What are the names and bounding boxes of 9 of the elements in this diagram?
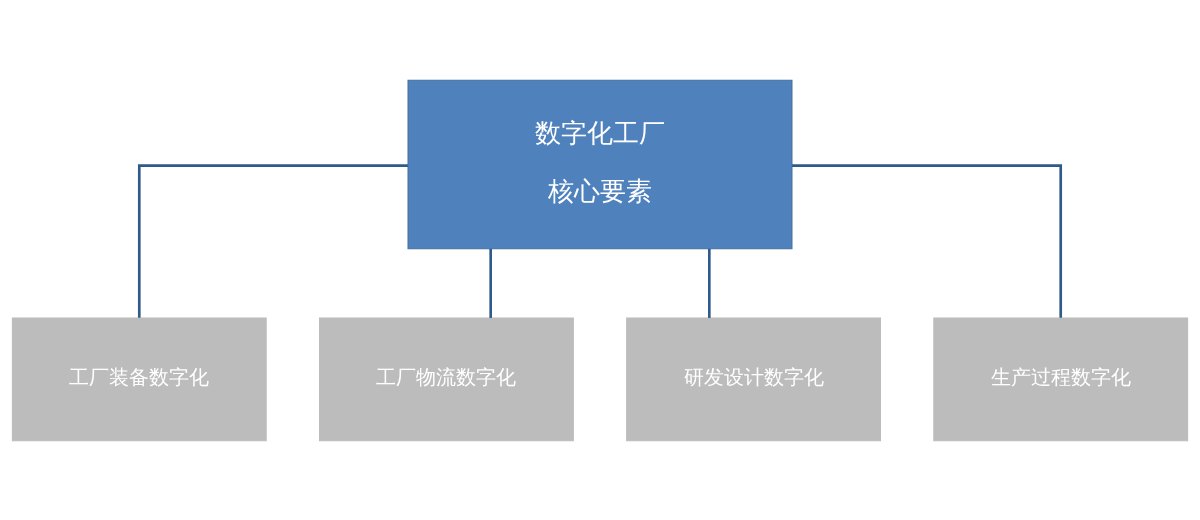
node-box: 工厂装备数字化	[11, 317, 267, 441]
node-box: 研发设计数字化	[626, 317, 881, 441]
connector	[792, 163, 1063, 318]
connector	[707, 248, 711, 318]
node-box: 数字化工厂核心要素	[407, 79, 793, 249]
node-box: 工厂物流数字化	[319, 317, 574, 441]
connector	[137, 163, 408, 318]
connector	[489, 248, 493, 318]
node-box: 生产过程数字化	[933, 317, 1189, 441]
